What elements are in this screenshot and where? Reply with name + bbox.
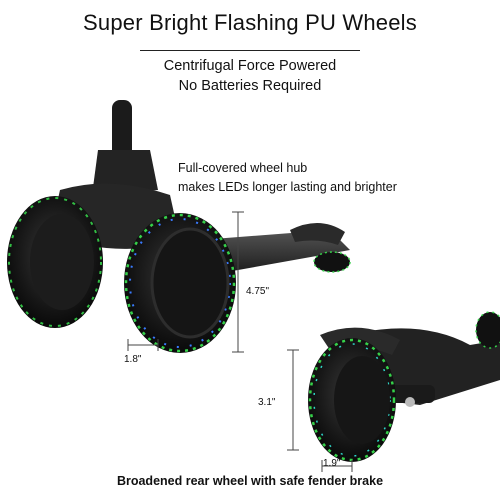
feature-line-2: makes LEDs longer lasting and brighter [178,180,397,194]
rear-height-label: 3.1" [258,397,276,408]
axle-bolt [405,397,415,407]
right-wheel-hub [150,227,230,339]
rear-wheel-hub [334,356,390,444]
left-wheel-hub [30,214,94,310]
bottom-caption: Broadened rear wheel with safe fender br… [116,474,384,488]
front-height-label: 4.75" [246,286,270,297]
front-scooter [7,100,351,353]
subtitle-line-2: No Batteries Required [178,78,322,94]
headline-divider [140,50,360,51]
rear-scooter [308,311,500,462]
left-wheel-leds [8,197,102,327]
rear-fender [290,222,345,245]
right-wheel-leds-green [124,213,236,353]
right-wheel-leds-blue [129,218,231,348]
rear-width-label: 1.9" [323,458,341,469]
far-front-wheel [475,311,500,349]
subtitle-line-1: Centrifugal Force Powered [163,58,337,74]
front-dimension-lines [127,211,244,353]
headline: Super Bright Flashing PU Wheels [83,10,417,35]
rear-dimension-lines [287,349,353,472]
front-width-label: 1.8" [124,354,142,365]
feature-line-1: Full-covered wheel hub [178,161,308,175]
rear-wheel-leds [313,251,351,273]
rear-wheel-small [314,252,350,272]
